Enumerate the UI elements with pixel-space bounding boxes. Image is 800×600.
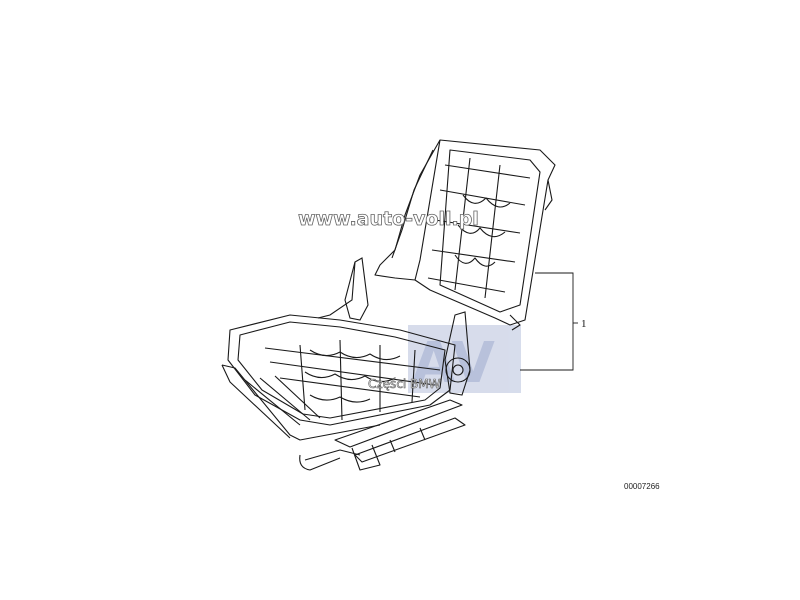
side-bracket: [317, 257, 471, 396]
callout-number-1: 1: [581, 318, 587, 330]
watermark-logo-letters: AV: [412, 331, 496, 396]
callout-bracket: [520, 272, 578, 371]
drawing-id: 00007266: [624, 482, 660, 491]
watermark-caption: Części BMW: [368, 377, 441, 391]
seat-back-frame: [374, 139, 556, 331]
seat-cushion-frame: [221, 314, 456, 441]
watermark-logo: AV: [408, 325, 521, 396]
seat-rails: [299, 399, 466, 471]
watermark-url: www.auto-voll.pl: [298, 208, 479, 230]
